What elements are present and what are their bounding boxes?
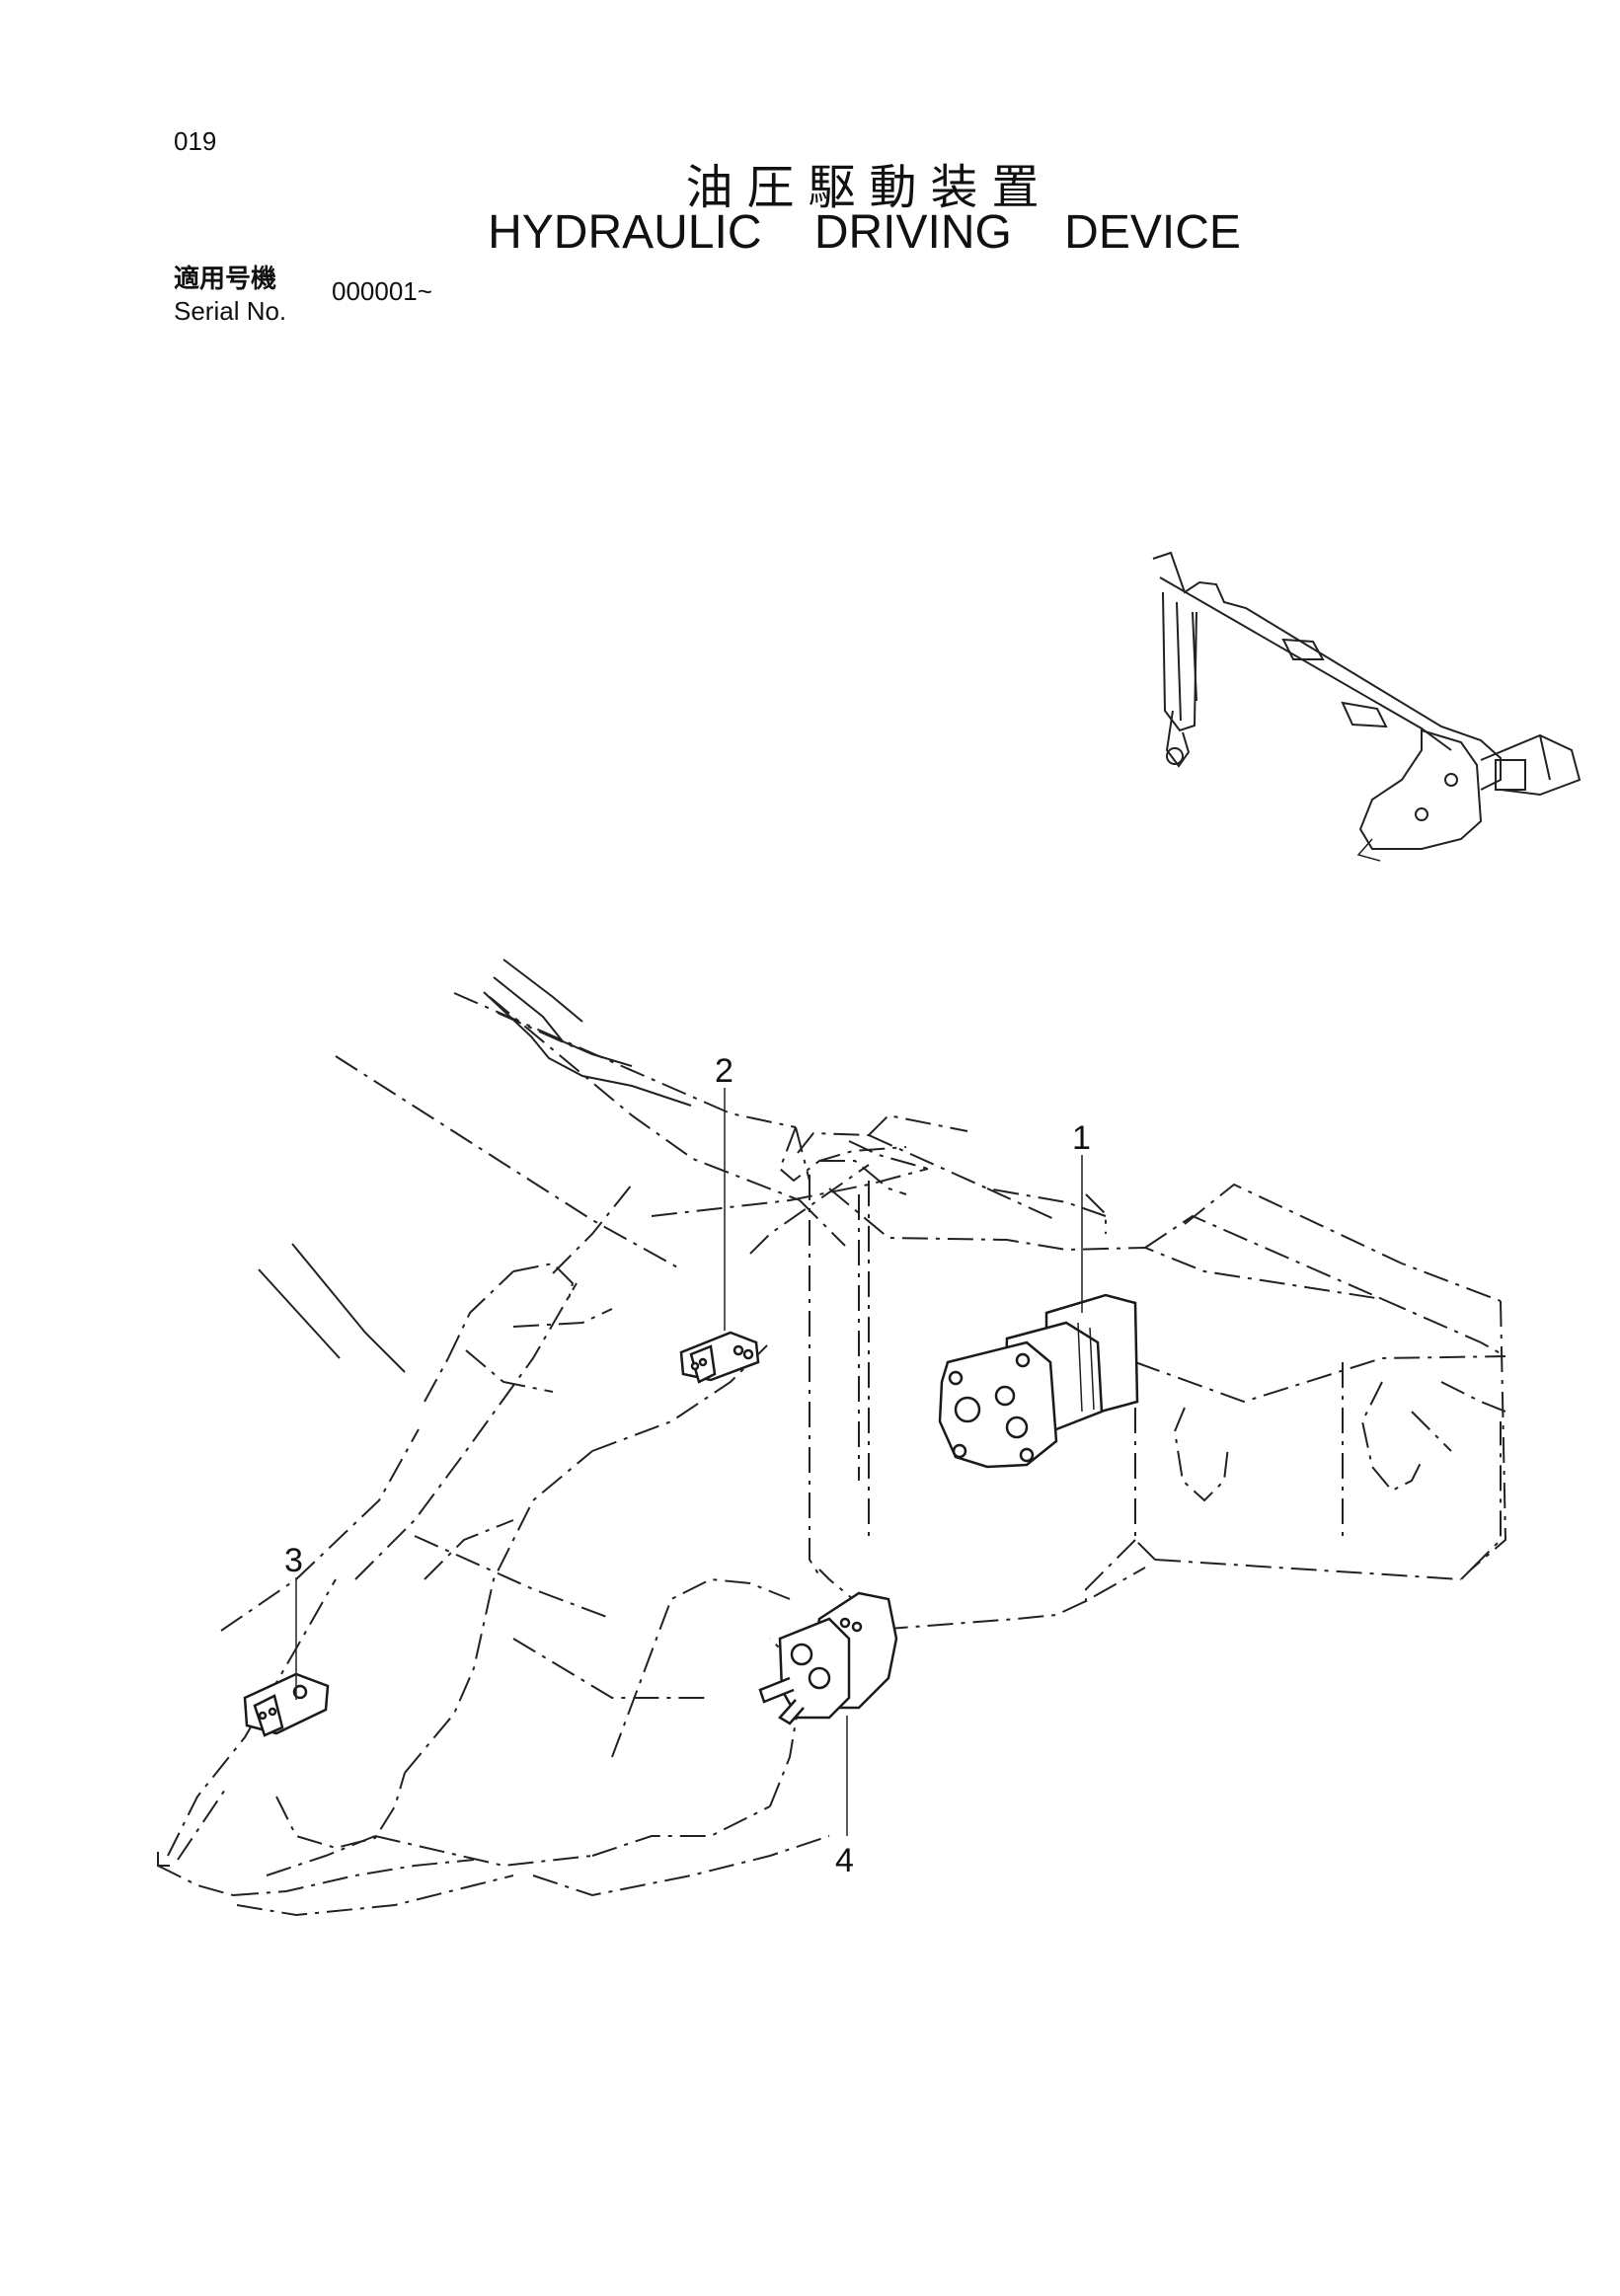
part-1-hydraulic-motor — [938, 1293, 1139, 1469]
page-number: 019 — [174, 126, 217, 156]
callout-2: 2 — [715, 1052, 733, 1090]
crane-overview-thumbnail — [1152, 551, 1581, 862]
title-japanese: 油圧駆動装置 — [685, 160, 1053, 215]
part-3-bracket — [243, 1672, 330, 1737]
callout-4: 4 — [835, 1842, 854, 1879]
title-english: HYDRAULIC DRIVING DEVICE — [488, 206, 1241, 259]
boom-assembly-outline — [157, 958, 1507, 1917]
callout-3: 3 — [284, 1542, 303, 1579]
serial-label-japanese: 適用号機 — [174, 265, 277, 294]
serial-label-english: Serial No. — [174, 296, 287, 326]
leader-lines — [295, 1088, 1083, 1836]
part-2-bracket — [679, 1331, 760, 1384]
serial-value: 000001~ — [332, 276, 432, 306]
part-4-valve-block — [758, 1591, 898, 1725]
callout-1: 1 — [1072, 1119, 1091, 1157]
callout-labels: 1 2 3 4 — [284, 1052, 1091, 1879]
